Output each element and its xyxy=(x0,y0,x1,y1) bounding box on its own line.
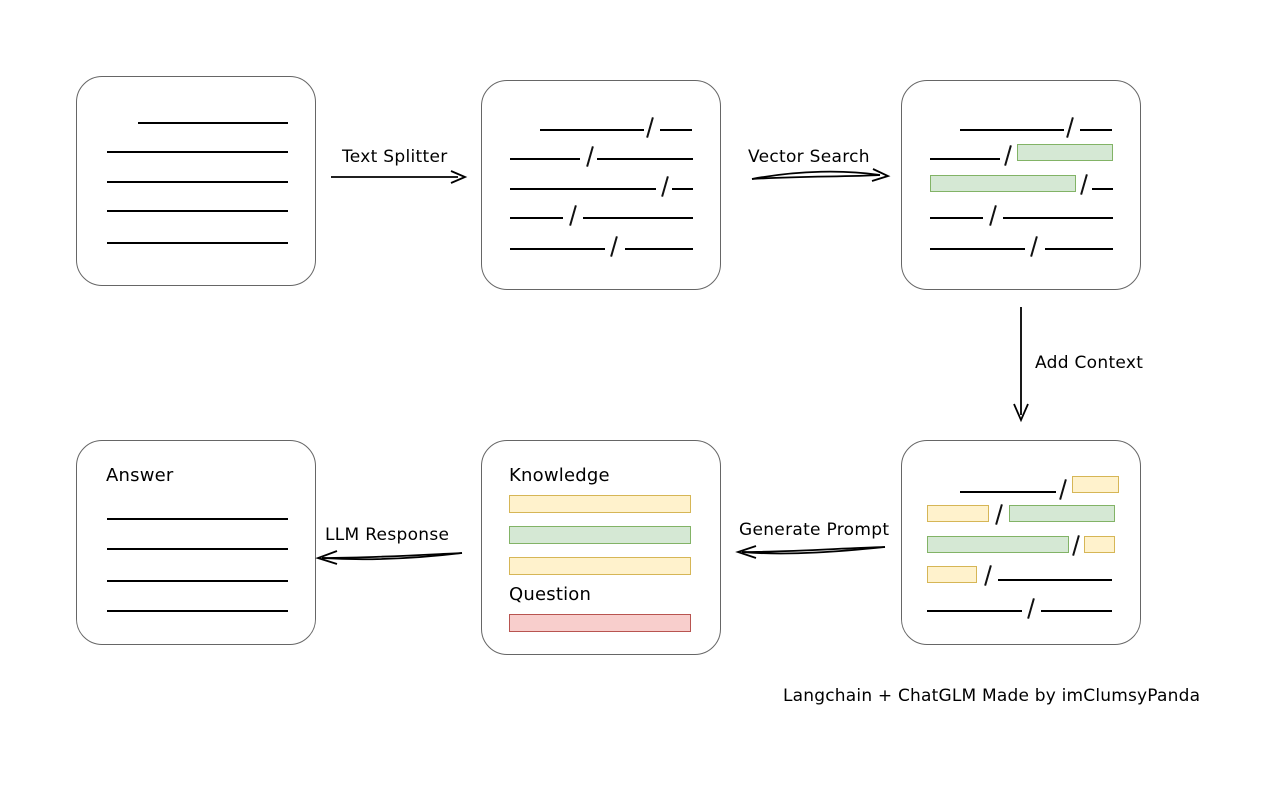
knowledge-bar-2[interactable] xyxy=(509,526,691,544)
doc-line xyxy=(960,491,1056,493)
slash-mark xyxy=(1030,236,1038,257)
chunk-yellow[interactable] xyxy=(927,566,977,583)
node-vector-matches[interactable] xyxy=(901,80,1141,290)
node-source-document[interactable] xyxy=(76,76,316,286)
doc-line xyxy=(107,610,288,612)
doc-line xyxy=(1092,188,1113,190)
edge-label-generate-prompt: Generate Prompt xyxy=(739,520,890,540)
doc-line xyxy=(107,210,288,212)
slash-mark xyxy=(1004,145,1012,166)
chunk-green[interactable] xyxy=(930,175,1076,192)
chunk-yellow[interactable] xyxy=(1072,476,1119,493)
knowledge-bar-3[interactable] xyxy=(509,557,691,575)
edge-label-text-splitter: Text Splitter xyxy=(342,147,448,167)
doc-line xyxy=(597,158,693,160)
doc-line xyxy=(672,188,693,190)
slash-mark xyxy=(661,176,669,197)
doc-line xyxy=(930,217,983,219)
edge-label-llm-response: LLM Response xyxy=(325,525,450,545)
node-answer[interactable]: Answer xyxy=(76,440,316,645)
slash-mark xyxy=(989,205,997,226)
doc-line xyxy=(1041,610,1112,612)
edge-label-vector-search: Vector Search xyxy=(748,147,870,167)
doc-line xyxy=(660,129,692,131)
question-bar-1[interactable] xyxy=(509,614,691,632)
doc-line xyxy=(998,579,1112,581)
slash-mark xyxy=(1072,535,1080,556)
footer-credit: Langchain + ChatGLM Made by imClumsyPand… xyxy=(783,686,1201,706)
chunk-green[interactable] xyxy=(1009,505,1115,522)
doc-line xyxy=(930,248,1025,250)
arrow-generate-prompt xyxy=(735,545,886,559)
arrow-add-context xyxy=(1013,307,1029,423)
edge-label-add-context: Add Context xyxy=(1035,353,1144,373)
doc-line xyxy=(510,248,605,250)
answer-title: Answer xyxy=(106,465,174,486)
doc-line xyxy=(138,122,288,124)
chunk-green[interactable] xyxy=(1017,144,1113,161)
doc-line xyxy=(1080,129,1112,131)
doc-line xyxy=(107,580,288,582)
knowledge-bar-1[interactable] xyxy=(509,495,691,513)
doc-line xyxy=(107,518,288,520)
arrow-vector-search xyxy=(751,168,891,182)
doc-line xyxy=(510,188,656,190)
knowledge-label: Knowledge xyxy=(509,465,610,486)
node-prompt[interactable]: Knowledge Question xyxy=(481,440,721,655)
slash-mark xyxy=(984,565,992,586)
doc-line xyxy=(625,248,693,250)
slash-mark xyxy=(995,504,1003,525)
doc-line xyxy=(510,158,580,160)
node-split-document[interactable] xyxy=(481,80,721,290)
doc-line xyxy=(930,158,1000,160)
doc-line xyxy=(927,610,1022,612)
doc-line xyxy=(1045,248,1113,250)
doc-line xyxy=(107,151,288,153)
doc-line xyxy=(510,217,563,219)
doc-line xyxy=(107,548,288,550)
arrow-text-splitter xyxy=(331,170,468,184)
question-label: Question xyxy=(509,584,592,605)
doc-line xyxy=(960,129,1064,131)
chunk-green[interactable] xyxy=(927,536,1069,553)
arrow-llm-response xyxy=(315,550,463,565)
node-context-document[interactable] xyxy=(901,440,1141,645)
slash-mark xyxy=(610,236,618,257)
slash-mark xyxy=(1066,117,1074,138)
slash-mark xyxy=(1080,174,1088,195)
doc-line xyxy=(583,217,693,219)
doc-line xyxy=(1003,217,1113,219)
chunk-yellow[interactable] xyxy=(1084,536,1115,553)
doc-line xyxy=(107,242,288,244)
slash-mark xyxy=(1059,479,1067,500)
doc-line xyxy=(540,129,644,131)
doc-line xyxy=(107,181,288,183)
slash-mark xyxy=(569,205,577,226)
slash-mark xyxy=(1027,598,1035,619)
slash-mark xyxy=(646,117,654,138)
chunk-yellow[interactable] xyxy=(927,505,989,522)
slash-mark xyxy=(586,146,594,167)
